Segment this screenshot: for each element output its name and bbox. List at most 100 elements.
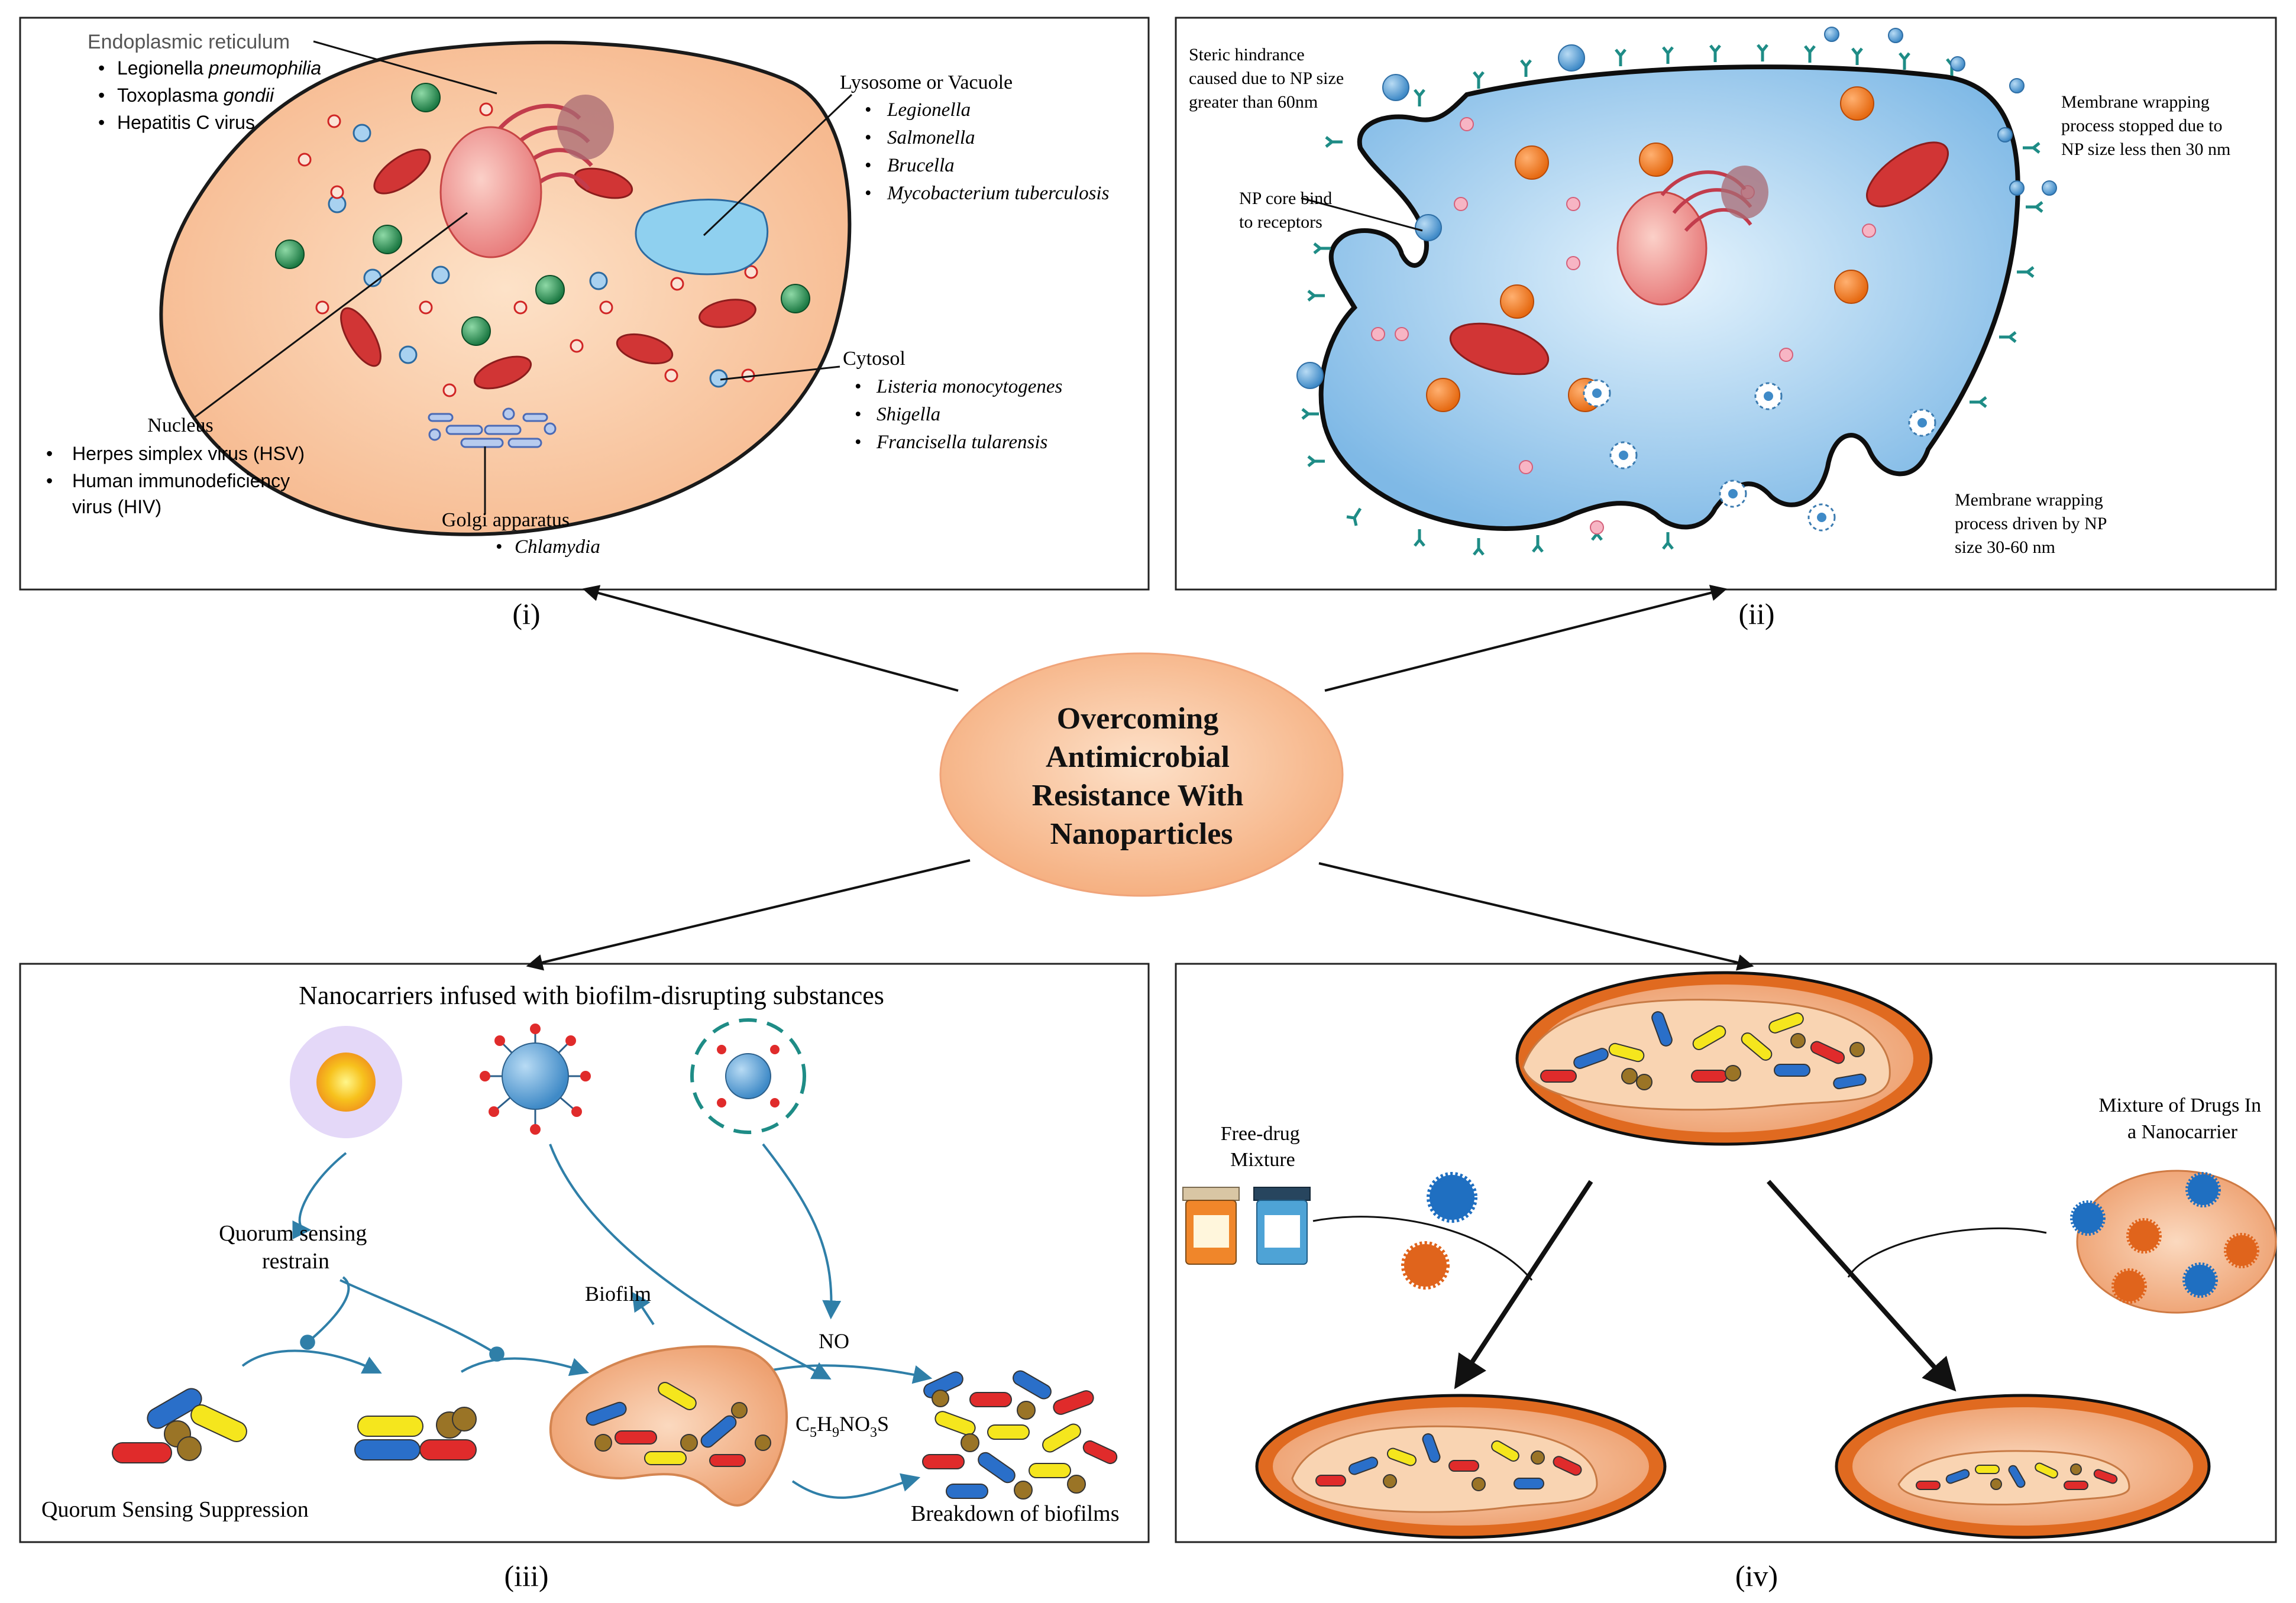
orange-nanoparticles [1426, 86, 1874, 412]
bottom-left-bacteria [1315, 1433, 1582, 1491]
quorum-restrain-2: restrain [262, 1249, 329, 1274]
panel-iii-title: Nanocarriers infused with biofilm-disrup… [299, 981, 884, 1010]
golgi-item: Chlamydia [515, 536, 600, 558]
er-bullet-1: • [98, 57, 105, 79]
lys-item-4: Mycobacterium tuberculosis [887, 183, 1109, 204]
biofilm-bacteria [586, 1382, 771, 1467]
lys-item-1: Legionella [887, 99, 971, 121]
panel-iii: Nanocarriers infused with biofilm-disrup… [41, 981, 1120, 1526]
er-list: • Legionella pneumophilia • Toxoplasma g… [98, 57, 321, 133]
drug-star-blue [1427, 1172, 1477, 1223]
nucleus [439, 126, 542, 258]
panel-ii: Steric hindrance caused due to NP size g… [1189, 27, 2230, 557]
cyt-bullet-3: • [855, 432, 862, 453]
functionalized-np-icon [480, 1024, 591, 1135]
nucleus-ii [1616, 191, 1708, 306]
no-label: NO [819, 1329, 849, 1353]
svg-text:Quorum sensing restrain: Quorum sensing restrain [219, 1221, 373, 1274]
breakdown-label: Breakdown of biofilms [911, 1501, 1120, 1526]
arrow-right-iv [1767, 1180, 1957, 1392]
biofilm-label: Biofilm [585, 1282, 651, 1306]
mixture-line-1: Mixture of Drugs In [2098, 1094, 2261, 1116]
nucleus-title: Nucleus [147, 414, 213, 436]
stopped-line-1: Membrane wrapping [2061, 92, 2210, 112]
svg-text:Free-drug Mixture: Free-drug Mixture [1221, 1123, 1305, 1171]
quorum-restrain-1: Quorum sensing [219, 1221, 367, 1246]
center-line-3: Resistance With [1032, 779, 1244, 812]
driven-line-1: Membrane wrapping [1955, 490, 2103, 510]
arrow-left-iv [1454, 1180, 1593, 1390]
er-item-1: Legionella [117, 57, 209, 79]
suppression-label: Quorum Sensing Suppression [41, 1497, 309, 1522]
bacteria-cluster-2 [354, 1407, 477, 1460]
golgi-bullet: • [496, 536, 503, 558]
svg-text:Legionella pneumophilia: Legionella pneumophilia [117, 57, 321, 79]
pill-bottle-orange [1182, 1187, 1240, 1265]
top-bacteria [1540, 1011, 1867, 1090]
mito-ii-2 [1865, 141, 1949, 208]
cyt-item-1: Listeria monocytogenes [876, 376, 1062, 397]
green-vesicles [275, 83, 810, 346]
pill-bottle-blue [1253, 1187, 1311, 1265]
lys-bullet-3: • [865, 155, 872, 176]
er-item-2-ital: gondii [224, 85, 274, 106]
steric-line-1: Steric hindrance [1189, 45, 1305, 64]
nuc-item-2a: Human immunodeficiency [72, 470, 290, 491]
er-title: Endoplasmic reticulum [88, 31, 290, 53]
center-line-4: Nanoparticles [1050, 817, 1233, 851]
driven-line-3: size 30-60 nm [1955, 537, 2055, 557]
panel-iii-border [19, 963, 1150, 1543]
lysosome-title: Lysosome or Vacuole [840, 72, 1013, 93]
center-line-2: Antimicrobial [1046, 740, 1230, 774]
cyt-bullet-1: • [855, 376, 862, 397]
free-drug-connector [1312, 1216, 1533, 1281]
vacuole [635, 199, 769, 276]
nuc-item-2b: virus (HIV) [72, 496, 161, 517]
nuc-item-1: Herpes simplex virus (HSV) [72, 443, 305, 464]
formula-label: C5H9NO3S [795, 1412, 889, 1440]
svg-text:Overcoming Antimicrobial: Overcoming Antimicrobial Resistance With… [1032, 702, 1252, 851]
npcore-line-1: NP core bind [1239, 189, 1332, 208]
golgi-apparatus [428, 407, 557, 448]
panel-i: Endoplasmic reticulum • Legionella pneum… [46, 31, 1109, 558]
er-bullet-2: • [98, 85, 105, 106]
panel-iv: Free-drug Mixture Mixture of Drugs In a … [1182, 971, 2277, 1539]
arrow-to-iv [1318, 862, 1754, 971]
caged-np-icon [690, 1018, 806, 1134]
center-node: Overcoming Antimicrobial Resistance With… [526, 584, 1754, 971]
bottom-left-cell [1291, 1425, 1598, 1513]
arrow-to-i [582, 585, 959, 692]
svg-text:Steric hindrance caused: Steric hindrance caused due to NP size g… [1189, 45, 1349, 112]
mixture-drugs [2070, 1172, 2259, 1304]
svg-text:Membrane wrapping proces: Membrane wrapping process driven by NP s… [1955, 490, 2111, 557]
er-item-2: Toxoplasma [117, 85, 224, 106]
npcore-line-2: to receptors [1239, 212, 1322, 232]
lys-bullet-2: • [865, 127, 872, 148]
steric-line-3: greater than 60nm [1189, 92, 1318, 112]
arrow-to-ii [1324, 584, 1728, 692]
bacteria-cluster-1 [112, 1388, 247, 1463]
npcore-leader [1301, 197, 1423, 232]
panel-iv-label: (iv) [1735, 1559, 1778, 1592]
lys-item-2: Salmonella [887, 127, 975, 148]
er-granules [557, 95, 614, 160]
steric-line-2: caused due to NP size [1189, 69, 1344, 88]
red-vesicles [297, 102, 758, 397]
mito-ii-1 [1449, 322, 1550, 375]
er-granules-ii [1721, 166, 1768, 219]
mitochondria [340, 148, 756, 390]
leader-lines-i [195, 40, 853, 514]
nanocarrier-connector [1847, 1227, 2047, 1278]
cyt-bullet-2: • [855, 404, 862, 425]
mixture-line-2: a Nanocarrier [2127, 1121, 2238, 1143]
golgi-title: Golgi apparatus [442, 509, 570, 531]
cyt-item-2: Shigella [877, 404, 940, 425]
liposome-icon [290, 1026, 402, 1138]
svg-text:NP core bind to receptor: NP core bind to receptors [1239, 189, 1337, 232]
bottom-right-bacteria [1916, 1462, 2118, 1490]
biofilm-capsule [549, 1345, 788, 1507]
lys-bullet-1: • [865, 99, 872, 121]
er-bullet-3: • [98, 112, 105, 133]
nuc-bullet-1: • [46, 443, 53, 464]
